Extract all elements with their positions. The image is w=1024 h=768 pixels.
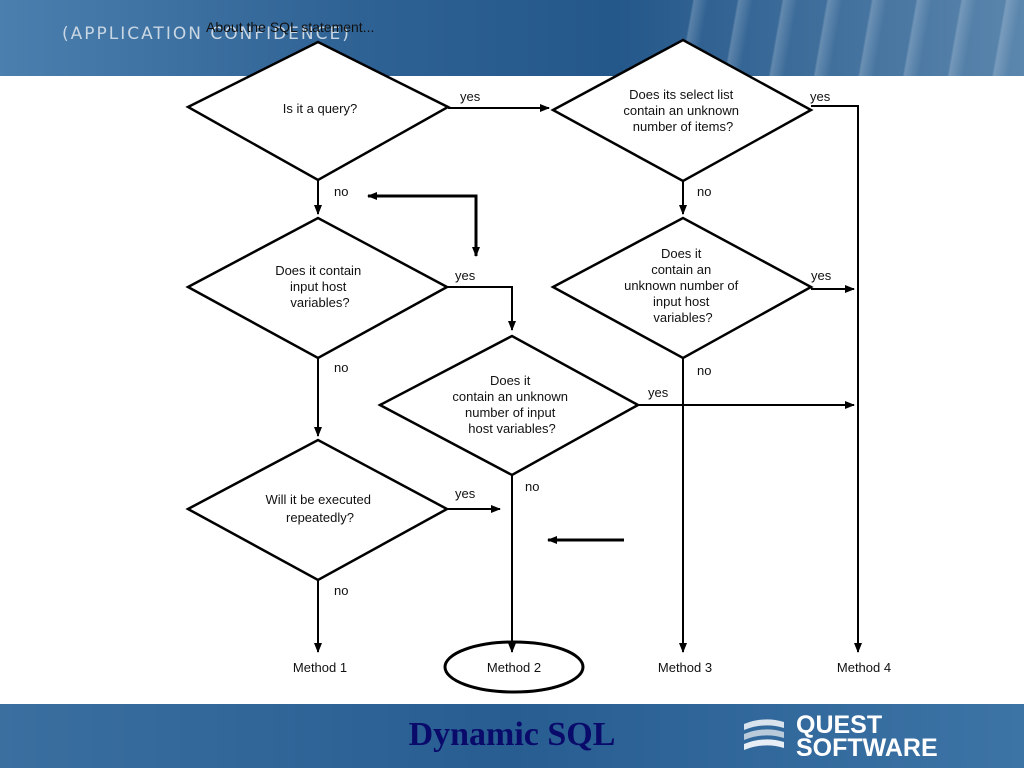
decision-repeated: Will it be executed repeatedly? <box>185 438 450 582</box>
method-2: Method 2 <box>487 660 541 675</box>
label-yes: yes <box>455 486 476 501</box>
decision-text: Is it a query? <box>283 101 357 116</box>
decision-select-list: Does its select list contain an unknown … <box>550 38 814 183</box>
logo-line-1: QUEST <box>796 711 883 739</box>
decision-input-host: Does it contain input host variables? <box>185 216 450 360</box>
decision-shape <box>550 38 814 183</box>
quest-logo-mark-icon <box>744 719 784 750</box>
decision-text: Does it contain an unknown number of inp… <box>452 373 571 436</box>
label-no: no <box>334 360 348 375</box>
label-yes: yes <box>460 89 481 104</box>
label-yes: yes <box>455 268 476 283</box>
annotation-arrows <box>367 192 624 544</box>
connectors <box>314 104 862 653</box>
quest-software-logo: QUEST SOFTWARE <box>738 711 988 762</box>
tagline: (APPLICATION CONFIDENCE) <box>62 24 351 44</box>
decision-is-query: Is it a query? <box>185 40 451 182</box>
method-labels: Method 1 Method 2 Method 3 Method 4 <box>293 660 891 675</box>
method-4: Method 4 <box>837 660 891 675</box>
annotation-arrow-bracket <box>370 194 480 257</box>
decision-shape <box>550 216 814 360</box>
label-no: no <box>334 583 348 598</box>
label-no: no <box>525 479 539 494</box>
label-yes: yes <box>811 268 832 283</box>
method-2-highlight-ring <box>443 640 585 694</box>
decision-unknown-input-right: Does it contain an unknown number of inp… <box>550 216 814 360</box>
label-yes: yes <box>648 385 669 400</box>
decision-text: Does its select list contain an unknown … <box>623 87 742 134</box>
connector-inputhost-yes <box>447 286 516 331</box>
flowchart: About the SQL statement... Is it a query… <box>185 19 891 694</box>
label-no: no <box>334 184 348 199</box>
decision-text: Will it be executed repeatedly? <box>265 492 374 525</box>
method-1: Method 1 <box>293 660 347 675</box>
label-no: no <box>697 184 711 199</box>
label-no: no <box>697 363 711 378</box>
footer-band <box>0 704 1024 768</box>
slide-title: Dynamic SQL <box>408 716 616 753</box>
decision-unknown-input-mid: Does it contain an unknown number of inp… <box>377 334 641 477</box>
branch-labels: yes yes no no yes yes no no yes no yes n… <box>334 89 832 598</box>
diagram-caption: About the SQL statement... <box>206 19 374 35</box>
label-yes: yes <box>810 89 831 104</box>
decision-text: Does it contain input host variables? <box>275 263 365 310</box>
logo-line-2: SOFTWARE <box>796 734 938 762</box>
connector-select-yes <box>811 105 862 653</box>
decision-text: Does it contain an unknown number of inp… <box>624 246 742 325</box>
header-band: (APPLICATION CONFIDENCE) <box>0 0 1024 76</box>
method-3: Method 3 <box>658 660 712 675</box>
